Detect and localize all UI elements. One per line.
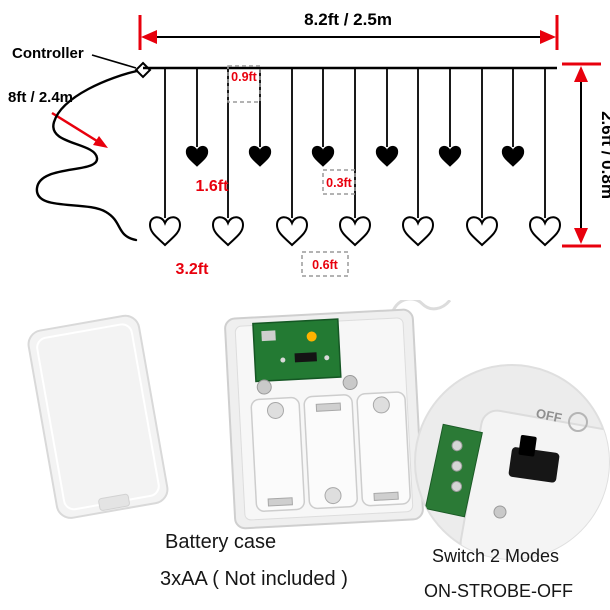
mode-switch[interactable] bbox=[508, 434, 562, 483]
battery-case-note: 3xAA ( Not included ) bbox=[160, 568, 348, 590]
controller-label: Controller bbox=[12, 45, 84, 62]
battery-case-photo bbox=[224, 300, 452, 530]
switch-title: Switch 2 Modes bbox=[432, 546, 559, 566]
heart-outline-icon bbox=[402, 216, 434, 246]
height-dimension: 2.6ft / 0.8m bbox=[562, 62, 610, 248]
battery-slots bbox=[250, 391, 411, 512]
led-icon bbox=[306, 331, 317, 342]
outline-heart-strands bbox=[149, 68, 561, 246]
strand-outline bbox=[149, 68, 181, 246]
string-light-diagram: 8.2ft / 2.5m 2.6ft / 0.8m Controller 8ft… bbox=[8, 10, 610, 278]
strand-filled bbox=[501, 68, 525, 167]
strand-filled bbox=[185, 68, 209, 167]
power-button-icon bbox=[568, 412, 588, 432]
heart-filled-icon bbox=[501, 145, 525, 167]
heart-filled-icon bbox=[375, 145, 399, 167]
switch-modes: ON-STROBE-OFF bbox=[424, 581, 573, 601]
screw-icon bbox=[493, 505, 507, 519]
heart-filled-icon bbox=[185, 145, 209, 167]
width-dimension: 8.2ft / 2.5m bbox=[138, 10, 559, 50]
gap-mid-dimension: 0.3ft bbox=[322, 169, 356, 195]
battery-cover-photo bbox=[27, 314, 169, 519]
controller-pointer-line bbox=[91, 54, 137, 69]
arrow-down-icon bbox=[574, 228, 588, 244]
spring-contact-icon bbox=[372, 396, 390, 414]
heart-outline-icon bbox=[529, 216, 561, 246]
strand-filled bbox=[248, 68, 272, 167]
gap-bottom-dimension: 0.6ft bbox=[301, 251, 349, 277]
lead-wire-label: 8ft / 2.4m bbox=[8, 89, 73, 106]
flat-contact-icon bbox=[373, 491, 399, 501]
screw-icon bbox=[256, 379, 272, 395]
screw-icon bbox=[342, 375, 358, 391]
controller-callout: Controller bbox=[12, 45, 152, 79]
gap-bottom-label: 0.6ft bbox=[312, 258, 339, 272]
arrow-left-icon bbox=[141, 30, 157, 44]
switch-off-label: OFF bbox=[535, 406, 564, 426]
heart-outline-icon bbox=[276, 216, 308, 246]
heart-outline-icon bbox=[212, 216, 244, 246]
heart-filled-icon bbox=[248, 145, 272, 167]
flat-contact-icon bbox=[267, 497, 293, 507]
heart-outline-icon bbox=[339, 216, 371, 246]
strand-outline bbox=[339, 68, 371, 246]
strand-filled bbox=[438, 68, 462, 167]
spring-contact-icon bbox=[266, 401, 284, 419]
controller-marker bbox=[134, 61, 152, 79]
long-drop-label: 3.2ft bbox=[176, 261, 210, 278]
strand-outline bbox=[276, 68, 308, 246]
heart-outline-icon bbox=[466, 216, 498, 246]
lead-wire-arrow-line bbox=[51, 111, 98, 143]
strand-outline bbox=[402, 68, 434, 246]
width-dimension-label: 8.2ft / 2.5m bbox=[304, 10, 392, 29]
battery-case-title: Battery case bbox=[165, 531, 276, 553]
pcb-edge bbox=[424, 423, 483, 518]
flat-contact-icon bbox=[315, 402, 342, 412]
power-cord bbox=[391, 300, 452, 313]
heart-filled-icon bbox=[311, 145, 335, 167]
strand-filled bbox=[311, 68, 335, 167]
filled-heart-strands bbox=[185, 68, 525, 167]
short-drop-label: 1.6ft bbox=[196, 178, 230, 195]
heart-outline-icon bbox=[149, 216, 181, 246]
lead-wire bbox=[35, 69, 139, 242]
circuit-board bbox=[252, 318, 342, 383]
spring-contact-icon bbox=[324, 487, 342, 505]
strand-outline bbox=[529, 68, 561, 246]
strand-outline bbox=[466, 68, 498, 246]
arrow-right-icon bbox=[540, 30, 556, 44]
lead-wire-callout: 8ft / 2.4m bbox=[8, 89, 108, 148]
strand-filled bbox=[375, 68, 399, 167]
lead-wire-arrowhead-icon bbox=[93, 136, 108, 148]
gap-mid-label: 0.3ft bbox=[326, 176, 353, 190]
gap-top-label: 0.9ft bbox=[231, 70, 258, 84]
height-dimension-label: 2.6ft / 0.8m bbox=[598, 111, 610, 199]
battery-case-section: OFF Battery case 3xAA ( Not included ) S… bbox=[27, 300, 610, 601]
heart-filled-icon bbox=[438, 145, 462, 167]
arrow-up-icon bbox=[574, 66, 588, 82]
gap-top-dimension: 0.9ft bbox=[227, 65, 261, 103]
